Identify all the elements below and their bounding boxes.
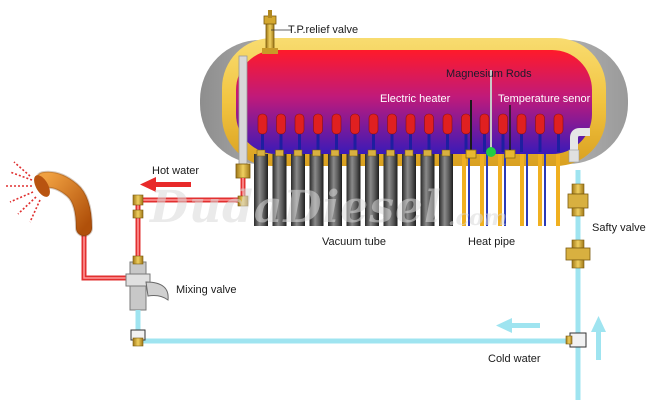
rod-stem [483, 128, 486, 152]
rod-tip [479, 113, 490, 135]
watermark-suffix: .com [448, 205, 508, 231]
label-temperature-senor: Temperature senor [498, 93, 591, 105]
watermark: DudaDiesel [150, 182, 442, 233]
rod-stem [520, 128, 523, 152]
tube-cap [256, 149, 266, 157]
rod-stem [298, 128, 301, 152]
tp-relief-valve [262, 10, 278, 54]
rod-stem [279, 128, 283, 152]
heat-pipe [498, 154, 502, 226]
rod-stem [409, 128, 412, 152]
rod-tip [442, 113, 453, 135]
label-safty-valve: Safty valve [592, 222, 646, 234]
rod-tip [313, 113, 323, 135]
rod-tip [350, 113, 360, 135]
tube-cap [441, 149, 451, 157]
vacuum-tubes [254, 149, 453, 226]
vacuum-tube [254, 154, 268, 226]
label-tp-relief-valve: T.P.relief valve [288, 24, 359, 36]
cold-water-flow-arrow-icon [496, 316, 606, 360]
rod-tip [516, 113, 527, 135]
vacuum-tube [439, 154, 453, 226]
heat-pipe-shadow [526, 154, 528, 226]
tube-cap [275, 149, 284, 157]
heat-pipe [480, 154, 484, 226]
electric-heater-rods [257, 113, 564, 152]
heat-pipe [556, 154, 560, 226]
temperature-sensor-dot [486, 147, 496, 157]
rod-stem [261, 128, 264, 152]
rod-stem [538, 128, 542, 152]
rod-tip [405, 113, 416, 135]
check-valve-icon [565, 239, 591, 269]
vacuum-tube [346, 154, 361, 226]
vacuum-tube [328, 154, 342, 226]
tube-cap [312, 149, 321, 157]
vacuum-tube [365, 154, 379, 226]
rod-stem [427, 128, 431, 152]
rod-tip [424, 113, 434, 135]
rod-tip [553, 113, 564, 135]
heat-pipe-shadow [468, 154, 470, 226]
heat-pipe-shadow [544, 154, 546, 226]
rod-tip [535, 113, 545, 135]
vacuum-tube [272, 154, 287, 226]
rod-stem [316, 128, 320, 152]
vacuum-tube [309, 154, 324, 226]
water-spray-icon [6, 161, 41, 223]
tube-cap [404, 149, 414, 157]
cold-water-inlet-in-tank [568, 128, 590, 163]
shower-head-icon [34, 170, 93, 237]
heat-pipe-shadow [504, 154, 506, 226]
mixing-valve-faucet-icon [125, 255, 169, 311]
tube-cap [293, 149, 303, 157]
vacuum-tube [420, 154, 435, 226]
rod-stem [390, 128, 394, 152]
rod-stem [501, 128, 505, 152]
rod-stem [464, 128, 468, 152]
heat-pipe [462, 154, 466, 226]
rod-tip [331, 113, 342, 135]
tube-cap [330, 149, 340, 157]
hot-water-pipe [81, 178, 249, 281]
label-vacuum-tube: Vacuum tube [322, 236, 387, 248]
tube-cap [386, 149, 395, 157]
rod-tip [294, 113, 305, 135]
rod-stem [557, 128, 560, 152]
rod-tip [368, 113, 379, 135]
vacuum-tube [291, 154, 305, 226]
heat-pipe [520, 154, 524, 226]
rod-tip [276, 113, 286, 135]
rod-tip [387, 113, 397, 135]
label-mixing-valve: Mixing valve [176, 284, 237, 296]
safety-valve-icon [567, 183, 589, 217]
rod-tip [461, 113, 471, 135]
rod-tip [257, 113, 268, 135]
label-hot-water: Hot water [152, 165, 200, 177]
rod-stem [372, 128, 375, 152]
rod-stem [335, 128, 338, 152]
label-magnesium-rods: Magnesium Rods [446, 68, 532, 80]
tube-cap [367, 149, 377, 157]
hot-water-flow-arrow-icon [140, 177, 191, 192]
magnesium-rod-and-sensor [465, 70, 516, 159]
rod-stem [353, 128, 357, 152]
heat-pipe-shadow [486, 154, 488, 226]
label-electric-heater: Electric heater [380, 93, 451, 105]
label-heat-pipe: Heat pipe [468, 236, 516, 248]
label-cold-water: Cold water [488, 353, 541, 365]
vacuum-tube [402, 154, 416, 226]
hot-water-riser [235, 55, 251, 179]
vacuum-tube [383, 154, 398, 226]
tube-cap [423, 149, 432, 157]
heat-pipes [462, 154, 560, 226]
tube-cap [349, 149, 358, 157]
rod-tip [498, 113, 508, 135]
heat-pipe [538, 154, 542, 226]
rod-stem [446, 128, 449, 152]
